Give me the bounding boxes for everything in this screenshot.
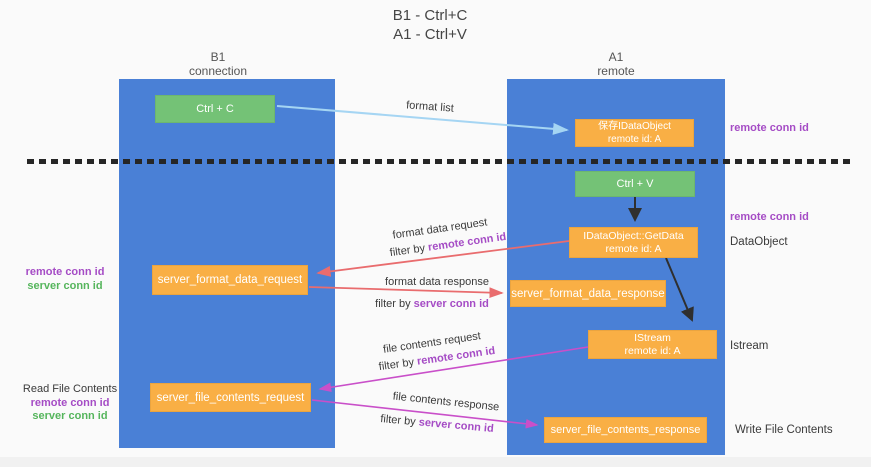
save-dataobject-line2: remote id: A: [607, 134, 662, 145]
annotation-write-file-contents: Write File Contents: [735, 424, 833, 436]
server-file-contents-response-label: server_file_contents_response: [550, 424, 701, 436]
node-idataobject-getdata: IDataObject::GetData remote id: A: [569, 227, 698, 258]
lane-a1-name: A1: [608, 50, 624, 64]
label-format-data-response: format data response: [385, 276, 489, 288]
lane-b1-name: B1: [210, 50, 226, 64]
filter-server-conn-id: server conn id: [418, 416, 495, 435]
ctrl-c-label: Ctrl + C: [196, 103, 234, 115]
phase-separator-dashed-line: [27, 159, 852, 164]
lane-a1-role: remote: [597, 64, 635, 78]
filter-by-text: filter by: [379, 413, 417, 429]
getdata-line2: remote id: A: [605, 242, 662, 255]
server-file-contents-request-label: server_file_contents_request: [156, 391, 305, 404]
label-filter-server-2: filter by server conn id: [380, 413, 494, 435]
server-format-data-response-label: server_format_data_response: [511, 287, 665, 300]
node-ctrl-c: Ctrl + C: [155, 95, 275, 123]
istream-line2: remote id: A: [624, 344, 681, 357]
node-server-file-contents-request: server_file_contents_request: [150, 383, 311, 412]
save-dataobject-line1: 保存IDataObject: [598, 121, 671, 132]
annotation-group-format-ids: remote conn id server conn id: [24, 266, 106, 293]
node-server-format-data-request: server_format_data_request: [152, 265, 308, 295]
annotation-remote-conn-id-bottom: remote conn id: [30, 396, 110, 409]
annotation-server-conn-id-left: server conn id: [27, 279, 103, 292]
annotation-read-file-contents: Read File Contents: [22, 383, 118, 395]
lane-b1-role: connection: [188, 64, 248, 78]
label-filter-server-1: filter by server conn id: [375, 298, 489, 310]
node-server-file-contents-response: server_file_contents_response: [544, 417, 707, 443]
bottom-strip: [0, 457, 871, 467]
getdata-line1: IDataObject::GetData: [583, 229, 684, 242]
istream-line1: IStream: [634, 331, 671, 344]
annotation-istream: Istream: [730, 340, 769, 352]
node-save-dataobject: 保存IDataObject remote id: A: [575, 119, 694, 147]
ctrl-v-label: Ctrl + V: [616, 178, 654, 190]
label-file-contents-response: file contents response: [392, 390, 500, 414]
annotation-remote-conn-id-top: remote conn id: [730, 122, 809, 134]
server-format-data-request-label: server_format_data_request: [157, 274, 303, 286]
filter-by-text: filter by: [375, 298, 411, 310]
title-line-1: B1 - Ctrl+C: [392, 7, 468, 24]
lane-header-b1: B1 connection: [158, 50, 278, 78]
title-line-2: A1 - Ctrl+V: [393, 26, 467, 43]
annotation-server-conn-id-bottom: server conn id: [32, 410, 108, 422]
node-server-format-data-response: server_format_data_response: [510, 280, 666, 307]
diagram-title: B1 - Ctrl+C A1 - Ctrl+V: [280, 6, 580, 44]
filter-by-text: filter by: [378, 356, 415, 374]
annotation-group-file-ids: Read File Contents remote conn id server…: [22, 383, 118, 424]
node-ctrl-v: Ctrl + V: [575, 171, 695, 197]
annotation-dataobject: DataObject: [730, 236, 788, 248]
annotation-remote-conn-id-left: remote conn id: [25, 266, 105, 278]
annotation-remote-conn-id-mid: remote conn id: [730, 211, 809, 223]
filter-server-conn-id: server conn id: [413, 298, 489, 310]
filter-by-text: filter by: [389, 242, 426, 260]
lane-header-a1: A1 remote: [556, 50, 676, 78]
node-istream: IStream remote id: A: [588, 330, 717, 359]
label-format-list: format list: [405, 99, 455, 115]
